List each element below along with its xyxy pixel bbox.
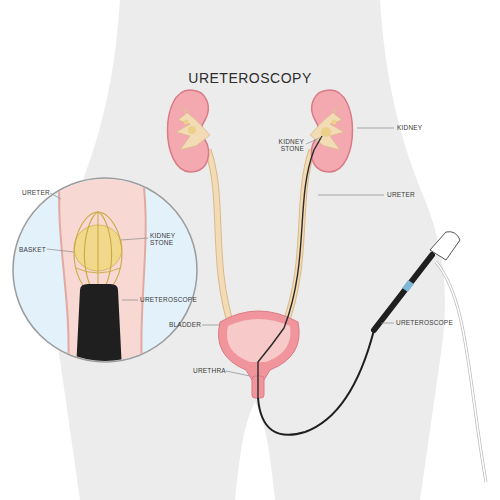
diagram-title: URETEROSCOPY: [130, 70, 370, 86]
scope-band: [405, 282, 411, 290]
part-label: KIDNEY: [397, 124, 422, 131]
left-ureter-inner: [208, 150, 232, 328]
left-kidney: [168, 90, 211, 172]
right-kidney: [310, 90, 353, 172]
scope-body: [374, 255, 432, 330]
right-ureter-inner: [284, 150, 312, 328]
bladder-inner: [227, 319, 291, 362]
scope-flexible: [258, 330, 374, 435]
part-label: URETER: [387, 191, 415, 198]
part-label: KIDNEY STONE: [150, 232, 182, 247]
inset-detail: [59, 170, 146, 370]
leader-lines: [47, 128, 394, 376]
scope-eyepiece: [430, 232, 460, 260]
part-label: URETHRA: [193, 367, 226, 374]
part-label: KIDNEY STONE: [272, 138, 304, 153]
part-label: URETEROSCOPE: [396, 319, 453, 326]
part-label: BLADDER: [169, 321, 201, 328]
scope-cable: [436, 262, 486, 482]
body-silhouette: [55, 0, 445, 500]
part-label: URETER: [22, 189, 50, 196]
scope-wire: [258, 136, 322, 398]
left-ureter: [208, 150, 232, 328]
scope-cable-core: [436, 262, 486, 482]
part-label: BASKET: [19, 246, 46, 253]
part-label: URETEROSCOPE: [140, 296, 197, 303]
right-ureter: [284, 150, 312, 328]
